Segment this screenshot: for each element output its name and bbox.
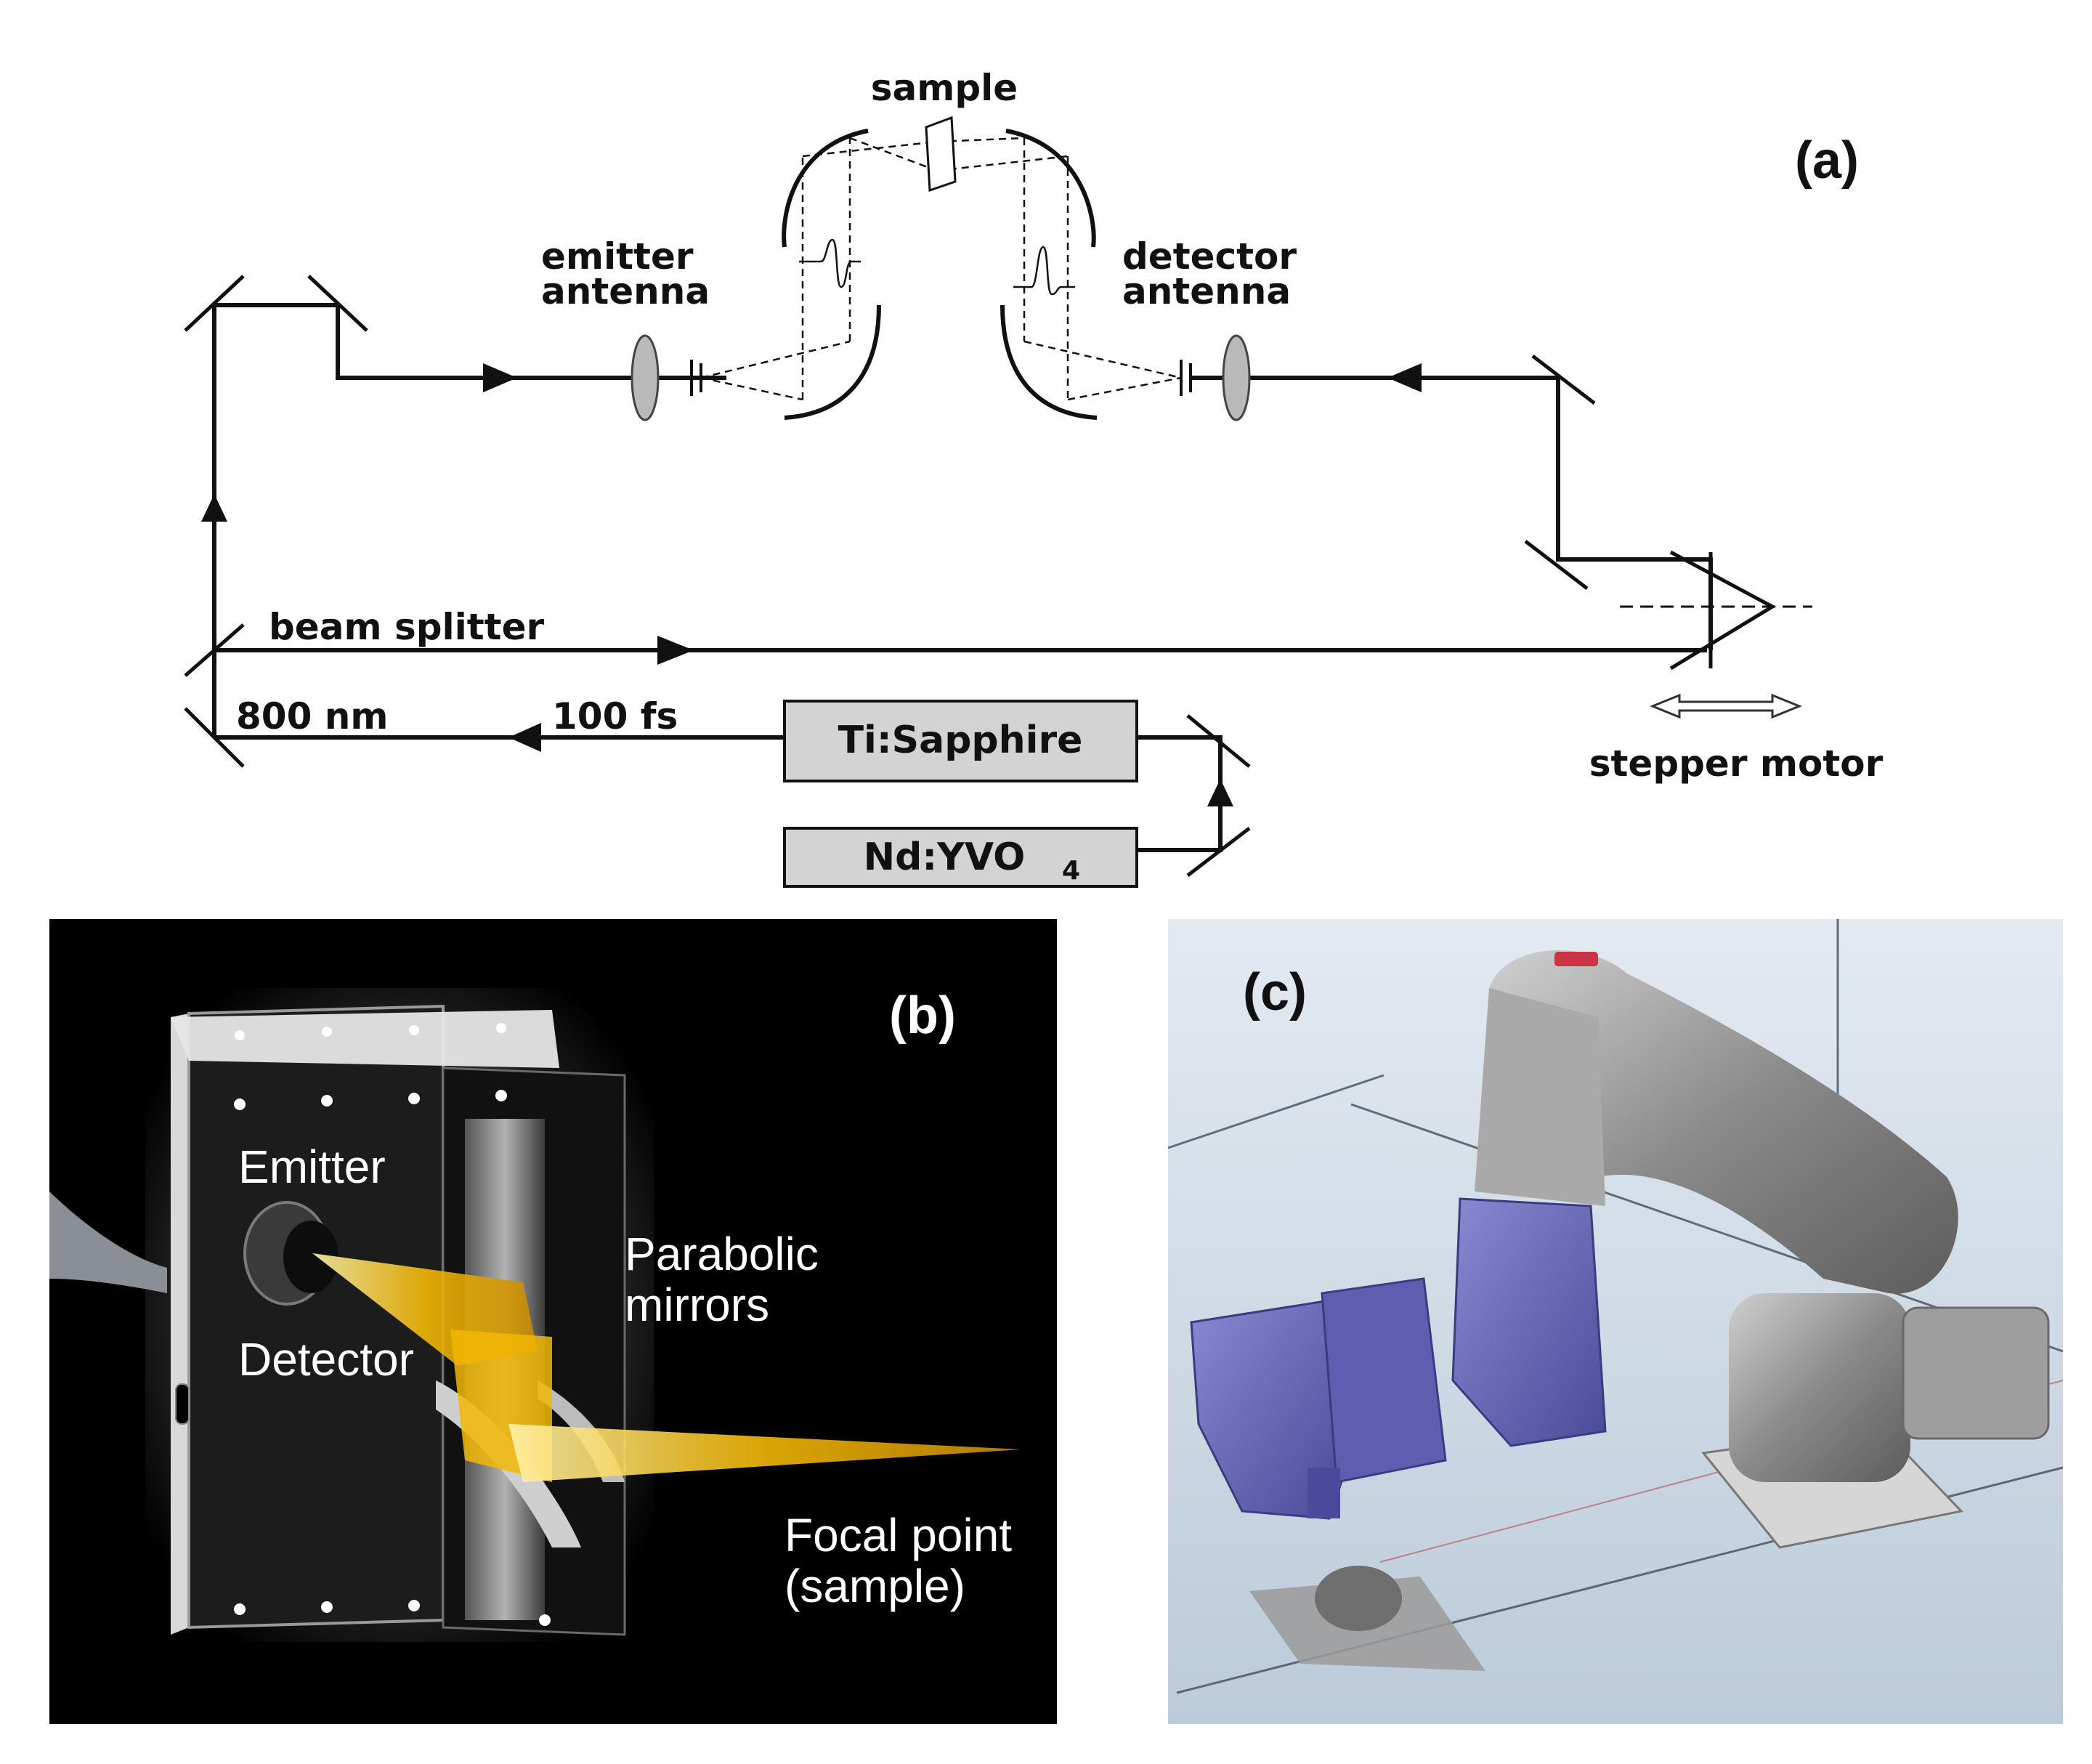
mirror-laser-top: [1186, 714, 1251, 768]
arrow-up-pump: [1207, 779, 1233, 806]
nd-yvo-label: Nd:YVO: [864, 836, 1026, 879]
parabolic-mirrors: [782, 129, 1098, 420]
robot-motor-housing: [1902, 1306, 2050, 1440]
thz-beam-paths: [700, 137, 1182, 401]
panel-a-schematic: sample (a) emitter antenna detector ante…: [184, 67, 1884, 888]
retroreflector: [1620, 550, 1812, 671]
mirrors: [184, 275, 1596, 877]
arrow-right-emitter: [483, 363, 517, 392]
ti-sapphire-label: Ti:Sapphire: [838, 719, 1083, 762]
robot-forearm: [1475, 988, 1605, 1206]
housing-edge: [171, 1014, 189, 1635]
panel-c-robot: (c): [1167, 919, 2064, 1724]
stepper-motor-label: stepper motor: [1589, 743, 1884, 785]
stepper-motor-arrow: [1650, 693, 1802, 719]
thz-waveforms: [799, 238, 1075, 296]
wavelength-label: 800 nm: [236, 695, 388, 737]
housing-top-face: [171, 1010, 559, 1068]
robot-logo-mark: [1554, 952, 1598, 966]
emitter-antenna-label-line1: emitter: [541, 235, 694, 278]
detector-antenna: [1180, 360, 1192, 396]
parabolic-mirrors-label-line1: Parabolic: [625, 1228, 819, 1280]
pump-laser-beam: [1137, 735, 1223, 852]
beam-splitter-mirror: [184, 623, 245, 677]
thz-beam-focus: [508, 1424, 1021, 1482]
tool-housing-center: [1321, 1277, 1447, 1484]
mirror-top-left: [184, 275, 245, 332]
detector-beam-path: [1191, 376, 1713, 650]
mirror-right-lower: [1524, 540, 1589, 590]
emitter-lens: [631, 334, 660, 421]
arrow-left-pump: [508, 723, 541, 752]
nd-yvo-box: [783, 827, 1138, 888]
screw-holes: [234, 1023, 551, 1626]
detector-lens: [1222, 334, 1251, 421]
emitter-label: Emitter: [238, 1141, 386, 1193]
mirror-right-top: [1531, 355, 1596, 405]
tool-mount: [1451, 1197, 1607, 1447]
arrow-up-left: [201, 494, 227, 522]
beam-splitter-label: beam splitter: [269, 606, 544, 648]
floor-sample-object: [1315, 1566, 1402, 1631]
beam-arrows: [201, 363, 1422, 806]
cable: [49, 1191, 167, 1293]
sample-plate: [925, 116, 957, 193]
parabolic-mirror-right-lower: [1000, 304, 1098, 420]
ti-sapphire-box: [783, 700, 1138, 782]
parabolic-mirror-left-upper: [782, 129, 869, 248]
mirror-laser-bottom: [1186, 827, 1251, 877]
nd-yvo-subscript: 4: [1062, 856, 1080, 886]
focal-point-label-line2: (sample): [784, 1560, 965, 1612]
robot-upper-arm: [1489, 950, 1958, 1294]
panel-b-label: (b): [889, 987, 956, 1045]
parabolic-mirror-right-upper: [1005, 129, 1096, 248]
panel-a-label: (a): [1795, 132, 1859, 190]
focal-point-label-line1: Focal point: [784, 1509, 1012, 1561]
parabolic-mirrors-label-line2: mirrors: [625, 1279, 769, 1331]
tool-nozzle: [1308, 1468, 1340, 1518]
detector-antenna-label-line2: antenna: [1122, 270, 1291, 312]
mirror-bottom-left: [184, 707, 245, 768]
panel-c-label: (c): [1243, 963, 1307, 1021]
emitter-antenna-label-line2: antenna: [541, 270, 710, 312]
robot-base: [1729, 1293, 1910, 1482]
parabolic-mirror-left-lower: [784, 304, 881, 420]
arrow-left-detector: [1387, 363, 1422, 392]
pulse-duration-label: 100 fs: [552, 695, 678, 737]
housing-slot: [175, 1383, 190, 1425]
port-opening: [283, 1221, 338, 1293]
panel-b-photo: (b) Emitter Detector Parabolic mirrors F…: [49, 919, 1057, 1724]
mirror-top-second: [307, 275, 368, 332]
detector-label: Detector: [238, 1333, 414, 1385]
sample-label: sample: [871, 67, 1018, 109]
detector-antenna-label-line1: detector: [1122, 235, 1297, 278]
arrow-right-probe: [657, 636, 694, 665]
